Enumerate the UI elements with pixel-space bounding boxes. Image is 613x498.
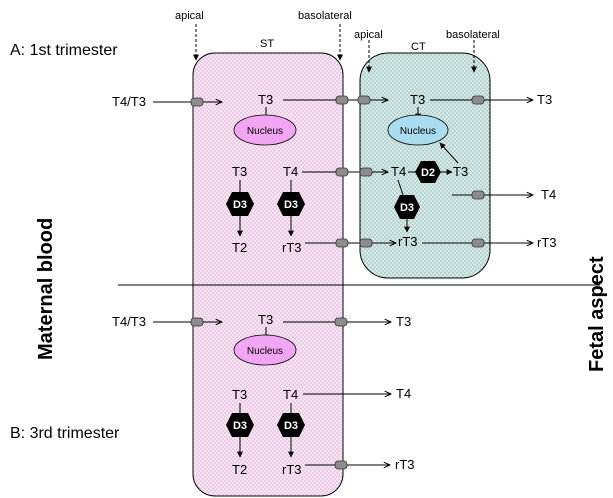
bottom-baso-transporter-2 bbox=[334, 460, 348, 470]
bottom-apical-transporter bbox=[190, 317, 204, 327]
top-apical-transporter bbox=[190, 97, 204, 107]
top-ct-baso-transporter-3 bbox=[471, 238, 485, 248]
top-rt3-st: rT3 bbox=[282, 240, 302, 255]
basolateral-label-1: basolateral bbox=[298, 10, 352, 22]
top-st-t3: T3 bbox=[258, 92, 273, 107]
maternal-blood-label: Maternal blood bbox=[35, 218, 57, 360]
top-t3-to-ct-nucleus-arrow bbox=[439, 142, 459, 164]
top-d2-label: D2 bbox=[421, 167, 435, 179]
top-out-t3: T3 bbox=[537, 92, 552, 107]
top-ct-baso-transporter-1 bbox=[471, 95, 485, 105]
top-d3-left-label: D3 bbox=[233, 199, 247, 211]
top-ct-t4-to-d3 bbox=[397, 179, 404, 196]
top-input-label: T4/T3 bbox=[112, 94, 146, 109]
top-st-nucleus-label: Nucleus bbox=[247, 126, 283, 137]
top-ct-t4: T4 bbox=[391, 164, 406, 179]
top-d2-enzyme bbox=[415, 161, 441, 183]
bottom-nucleus-label: Nucleus bbox=[247, 346, 283, 357]
top-t2: T2 bbox=[232, 240, 247, 255]
third-trimester-label: B: 3rd trimester bbox=[10, 425, 120, 442]
top-rt3-ct: rT3 bbox=[398, 234, 418, 249]
bottom-nucleus bbox=[233, 334, 297, 366]
bottom-st-t4: T4 bbox=[283, 387, 298, 402]
top-st-baso-transporter-2 bbox=[335, 167, 349, 177]
top-ct-nucleus bbox=[387, 114, 449, 146]
bottom-out-t3: T3 bbox=[396, 314, 411, 329]
bottom-st-t3: T3 bbox=[258, 312, 273, 327]
first-trimester-label: A: 1st trimester bbox=[10, 42, 118, 59]
top-ct-nucleus-label: Nucleus bbox=[400, 126, 436, 137]
st-label: ST bbox=[260, 38, 274, 50]
bottom-d3-left-enzyme bbox=[226, 413, 254, 437]
fetal-aspect-label: Fetal aspect bbox=[586, 256, 608, 372]
basolateral-label-2: basolateral bbox=[446, 29, 500, 41]
bottom-d3-mid-label: D3 bbox=[284, 420, 298, 432]
top-st-t3-b: T3 bbox=[232, 164, 247, 179]
bottom-baso-transporter-1 bbox=[334, 317, 348, 327]
bottom-t2: T2 bbox=[232, 462, 247, 477]
top-d3-ct-label: D3 bbox=[400, 202, 414, 214]
st-cell bbox=[192, 52, 344, 497]
top-ct-apical-transporter-3 bbox=[359, 238, 373, 248]
bottom-input-label: T4/T3 bbox=[112, 314, 146, 329]
top-st-nucleus bbox=[233, 114, 297, 146]
top-d3-left-enzyme bbox=[226, 192, 254, 216]
apical-label-2: apical bbox=[354, 29, 383, 41]
top-d3-ct-enzyme bbox=[394, 195, 420, 219]
top-d3-mid-label: D3 bbox=[284, 199, 298, 211]
top-ct-baso-transporter-2 bbox=[471, 190, 485, 200]
top-st-t4: T4 bbox=[283, 164, 298, 179]
top-ct-apical-transporter-2 bbox=[359, 167, 373, 177]
top-out-t4: T4 bbox=[541, 187, 556, 202]
top-out-rt3: rT3 bbox=[537, 235, 557, 250]
top-ct-t3-b: T3 bbox=[453, 164, 468, 179]
bottom-rt3: rT3 bbox=[282, 462, 302, 477]
top-ct-t3: T3 bbox=[410, 92, 425, 107]
top-st-baso-transporter-3 bbox=[335, 238, 349, 248]
bottom-d3-left-label: D3 bbox=[233, 420, 247, 432]
top-st-baso-transporter-1 bbox=[335, 95, 349, 105]
bottom-out-t4: T4 bbox=[396, 386, 411, 401]
bottom-d3-mid-enzyme bbox=[277, 413, 305, 437]
top-ct-apical-transporter-1 bbox=[357, 95, 371, 105]
top-d3-mid-enzyme bbox=[277, 192, 305, 216]
ct-label: CT bbox=[411, 41, 426, 53]
apical-label-1: apical bbox=[175, 10, 204, 22]
bottom-st-t3-b: T3 bbox=[232, 387, 247, 402]
bottom-out-rt3: rT3 bbox=[395, 457, 415, 472]
